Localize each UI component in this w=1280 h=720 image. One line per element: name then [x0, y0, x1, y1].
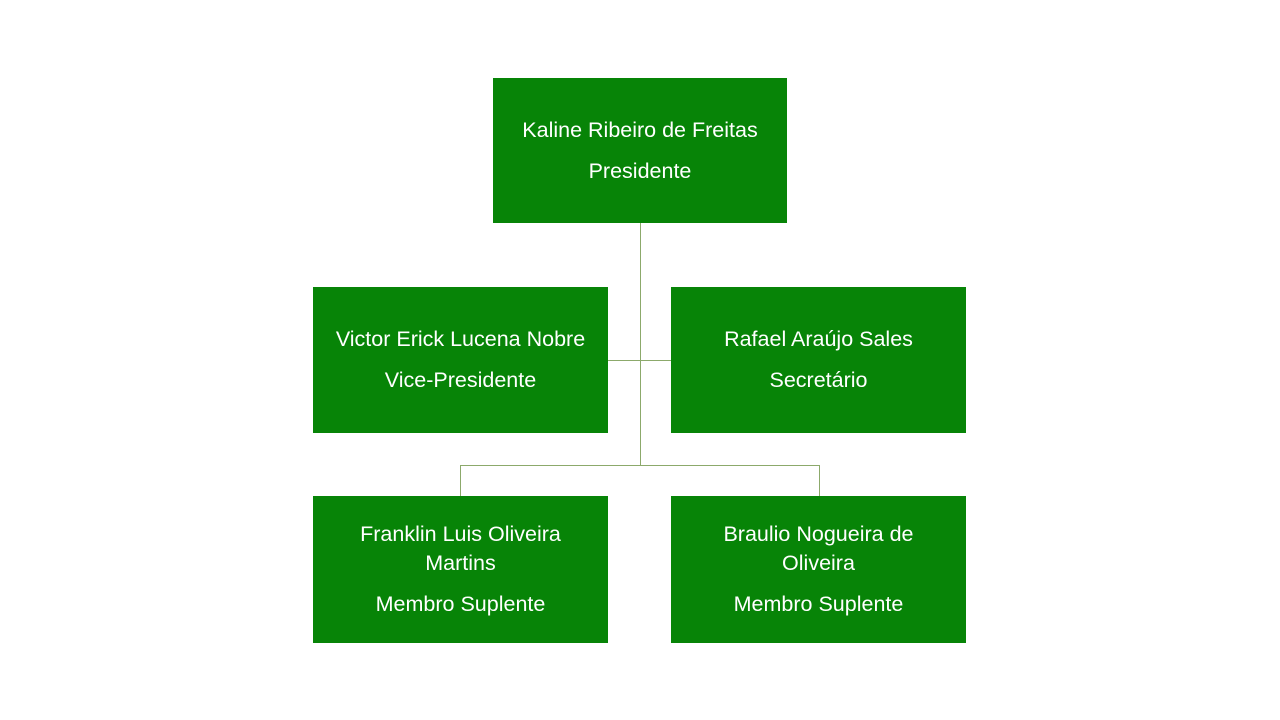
org-node-president-role: Presidente	[588, 158, 692, 183]
connector-drop-right	[819, 465, 820, 496]
org-node-secretary-role: Secretário	[769, 368, 868, 392]
org-node-vice-president-role: Vice-Presidente	[384, 368, 537, 392]
org-node-alternate-member-2[interactable]: Braulio Nogueira de Oliveira Membro Supl…	[671, 496, 966, 643]
org-node-president-name: Kaline Ribeiro de Freitas	[522, 117, 758, 142]
connector-horizontal-level3	[460, 465, 820, 466]
org-node-alternate-member-1[interactable]: Franklin Luis Oliveira Martins Membro Su…	[313, 496, 608, 643]
org-node-president[interactable]: Kaline Ribeiro de Freitas Presidente	[493, 78, 787, 223]
org-node-vice-president[interactable]: Victor Erick Lucena Nobre Vice-President…	[313, 287, 608, 433]
org-node-vice-president-name: Victor Erick Lucena Nobre	[335, 327, 586, 351]
org-node-alternate-member-2-name: Braulio Nogueira de Oliveira	[723, 522, 914, 575]
org-node-alternate-member-1-role: Membro Suplente	[375, 592, 546, 616]
connector-vertical-spine	[640, 223, 641, 466]
org-node-secretary[interactable]: Rafael Araújo Sales Secretário	[671, 287, 966, 433]
org-node-alternate-member-2-role: Membro Suplente	[733, 592, 904, 616]
org-node-secretary-name: Rafael Araújo Sales	[724, 327, 913, 351]
connector-drop-left	[460, 465, 461, 496]
org-node-alternate-member-1-name: Franklin Luis Oliveira Martins	[360, 522, 561, 575]
connector-horizontal-level2	[608, 360, 671, 361]
